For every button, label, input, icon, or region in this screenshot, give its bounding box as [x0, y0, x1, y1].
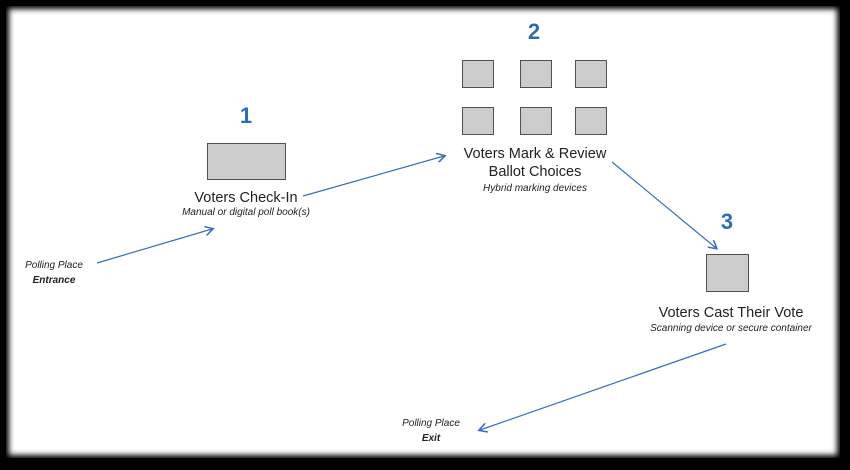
- exit-label: Polling Place Exit: [391, 416, 471, 446]
- diagram-frame: [6, 6, 840, 458]
- exit-line2: Exit: [421, 433, 441, 444]
- marking-device: [520, 60, 552, 88]
- arrow-mark-to-cast: [611, 161, 716, 248]
- step-3-title: Voters Cast Their Vote: [658, 305, 804, 321]
- check-in-device: [207, 143, 286, 180]
- marking-device: [520, 107, 552, 135]
- step-2-title: Voters Mark & Review Ballot Choices: [440, 145, 630, 181]
- marking-device: [462, 60, 494, 88]
- casting-device: [706, 254, 749, 292]
- step-2-title-line1: Voters Mark & Review: [463, 146, 607, 162]
- step-2-title-line2: Ballot Choices: [488, 164, 582, 180]
- arrow-checkin-to-mark: [302, 156, 444, 197]
- step-1-title: Voters Check-In: [194, 190, 298, 206]
- entrance-label: Polling Place Entrance: [14, 258, 94, 288]
- marking-device: [575, 107, 607, 135]
- step-2-subtitle: Hybrid marking devices: [483, 183, 587, 194]
- step-3-subtitle: Scanning device or secure container: [650, 323, 812, 334]
- marking-device: [575, 60, 607, 88]
- entrance-line1: Polling Place: [25, 260, 83, 271]
- step-3-number: 3: [720, 209, 734, 234]
- entrance-line2: Entrance: [32, 275, 76, 286]
- arrow-cast-to-exit: [480, 343, 727, 430]
- step-1-number: 1: [239, 103, 253, 128]
- step-1-subtitle: Manual or digital poll book(s): [182, 207, 310, 218]
- marking-device: [462, 107, 494, 135]
- step-2-number: 2: [527, 19, 541, 44]
- arrow-entrance-to-checkin: [96, 229, 212, 264]
- exit-line1: Polling Place: [402, 418, 460, 429]
